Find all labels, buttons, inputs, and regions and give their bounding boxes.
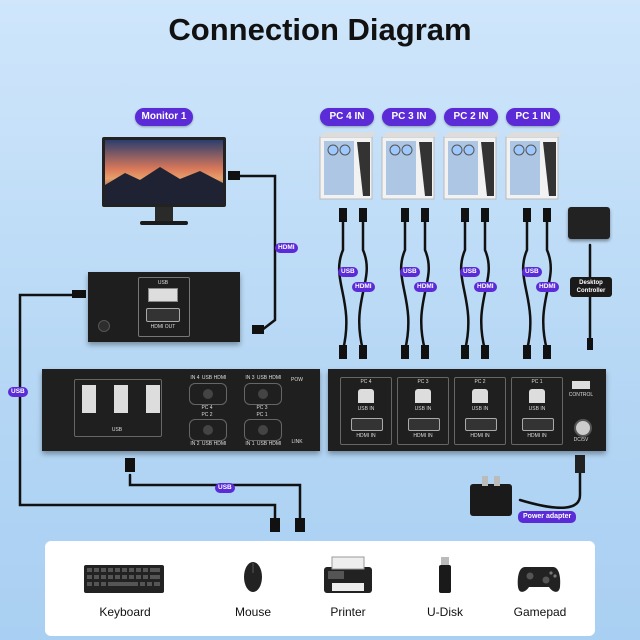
- hdmi-port-icon: [351, 418, 383, 431]
- hub-hdmi3-label: HDMI: [268, 375, 282, 381]
- usb-b-port-icon: [358, 389, 374, 403]
- pc2-button-label: PC 2: [201, 412, 213, 418]
- pc4-button-label: PC 4: [201, 405, 213, 411]
- pc3-usb-tag: USB: [400, 267, 420, 277]
- hub-usb2-label: USB: [201, 441, 213, 447]
- hub-hdmi1-label: HDMI: [268, 441, 282, 447]
- printer-label: Printer: [330, 605, 366, 619]
- keyboard-icon: [84, 565, 164, 593]
- kvm-switch-back: PC 4 USB IN HDMI IN PC 3 USB IN HDMI IN PC 2 US…: [328, 369, 606, 451]
- control-port-icon: [572, 381, 590, 389]
- back-port-pc-label: PC 2: [474, 379, 486, 385]
- pc3-label: PC 3 IN: [382, 108, 436, 126]
- hdmi-port-icon: [465, 418, 497, 431]
- pc-tower-icon: [505, 132, 563, 200]
- hub-in3-label: IN 3: [245, 375, 255, 381]
- pc-tower-icon: [443, 132, 501, 200]
- pc1-label: PC 1 IN: [506, 108, 560, 126]
- back-port-hdmi-label: HDMI IN: [527, 433, 547, 439]
- back-port-hdmi-label: HDMI IN: [470, 433, 490, 439]
- back-port-hdmi-label: HDMI IN: [413, 433, 433, 439]
- link-label: LINK: [291, 439, 303, 445]
- hdmi-port-icon: [146, 308, 180, 322]
- pc2-hdmi-tag: HDMI: [474, 282, 497, 292]
- back-port-pc-label: PC 3: [417, 379, 429, 385]
- usb-disk-icon: [439, 557, 451, 593]
- hub-in1-label: IN 1: [245, 441, 255, 447]
- back-port-usb-label: USB IN: [414, 406, 432, 412]
- pc2-label: PC 2 IN: [444, 108, 498, 126]
- keyboard-label: Keyboard: [99, 605, 151, 619]
- gamepad-label: Gamepad: [513, 605, 567, 619]
- mouse-icon: [244, 562, 262, 592]
- back-port-usb-label: USB IN: [471, 406, 489, 412]
- monitor-label: Monitor 1: [135, 108, 193, 126]
- desktop-controller-label: Desktop Controller: [570, 277, 612, 297]
- output-usb-label: USB: [157, 280, 169, 286]
- hub-in4-label: IN 4: [190, 375, 200, 381]
- gamepad-icon: [517, 567, 561, 592]
- pc3-button[interactable]: [244, 383, 282, 405]
- hub-usb4-label: USB: [201, 375, 213, 381]
- usb-b-port-icon: [472, 389, 488, 403]
- page-title: Connection Diagram: [168, 12, 472, 47]
- desktop-controller-icon: [568, 207, 610, 239]
- usb-port-icon: [114, 385, 128, 413]
- pc2-button[interactable]: [189, 419, 227, 441]
- back-port-usb-label: USB IN: [357, 406, 375, 412]
- usb-port-icon: [148, 288, 178, 302]
- pow-label: POW: [291, 377, 303, 383]
- hub-usb3-label: USB: [256, 375, 268, 381]
- pc4-label: PC 4 IN: [320, 108, 374, 126]
- hdmi-out-label: HDMI OUT: [150, 324, 176, 330]
- hub-usb1-label: USB: [256, 441, 268, 447]
- back-port-pc-label: PC 4: [360, 379, 372, 385]
- pc4-usb-tag: USB: [338, 267, 358, 277]
- back-port-group: PC 4 USB IN HDMI IN: [340, 377, 392, 445]
- hdmi-port-icon: [408, 418, 440, 431]
- udisk-label: U-Disk: [427, 605, 463, 619]
- pc1-usb-tag: USB: [522, 267, 542, 277]
- usb-b-port-icon: [415, 389, 431, 403]
- hub-hdmi2-label: HDMI: [213, 441, 227, 447]
- pc-tower-icon: [381, 132, 439, 200]
- back-port-usb-label: USB IN: [528, 406, 546, 412]
- pc1-hdmi-tag: HDMI: [536, 282, 559, 292]
- pc1-button-label: PC 1: [256, 412, 268, 418]
- pc4-button[interactable]: [189, 383, 227, 405]
- back-port-hdmi-label: HDMI IN: [356, 433, 376, 439]
- pc-tower-icon: [319, 132, 377, 200]
- usb-port-icon: [82, 385, 96, 413]
- printer-icon: [324, 556, 372, 593]
- back-port-pc-label: PC 1: [531, 379, 543, 385]
- pc1-button[interactable]: [244, 419, 282, 441]
- pc3-hdmi-tag: HDMI: [414, 282, 437, 292]
- usb-port-icon: [146, 385, 160, 413]
- pc3-button-label: PC 3: [256, 405, 268, 411]
- kvm-output-box: USB HDMI OUT: [88, 272, 240, 342]
- usb-bottom-tag: USB: [215, 483, 235, 493]
- dc-label: DC/5V: [573, 437, 589, 443]
- mouse-label: Mouse: [234, 605, 272, 619]
- back-port-group: PC 1 USB IN HDMI IN: [511, 377, 563, 445]
- usb-left-tag: USB: [8, 387, 28, 397]
- pc4-hdmi-tag: HDMI: [352, 282, 375, 292]
- hdmi-port-icon: [522, 418, 554, 431]
- power-adapter-label: Power adapter: [518, 511, 577, 523]
- hub-in2-label: IN 2: [190, 441, 200, 447]
- usb-b-port-icon: [529, 389, 545, 403]
- control-label: CONTROL: [568, 392, 594, 398]
- power-adapter-icon: [470, 476, 512, 516]
- front-usb-label: USB: [111, 427, 123, 433]
- pc2-usb-tag: USB: [460, 267, 480, 277]
- pc-towers: [319, 132, 563, 200]
- kvm-switch-front: USB PC 4 PC 3 PC 2 PC 1 IN 4 USB HDMI IN…: [42, 369, 320, 451]
- back-port-group: PC 3 USB IN HDMI IN: [397, 377, 449, 445]
- hub-hdmi4-label: HDMI: [213, 375, 227, 381]
- monitor-icon: [102, 137, 226, 225]
- peripherals-panel: Keyboard Mouse Printer U-Disk Gamepad: [45, 541, 595, 636]
- hdmi-monitor-tag: HDMI: [275, 243, 298, 253]
- dc-port-icon: [574, 419, 592, 437]
- back-port-group: PC 2 USB IN HDMI IN: [454, 377, 506, 445]
